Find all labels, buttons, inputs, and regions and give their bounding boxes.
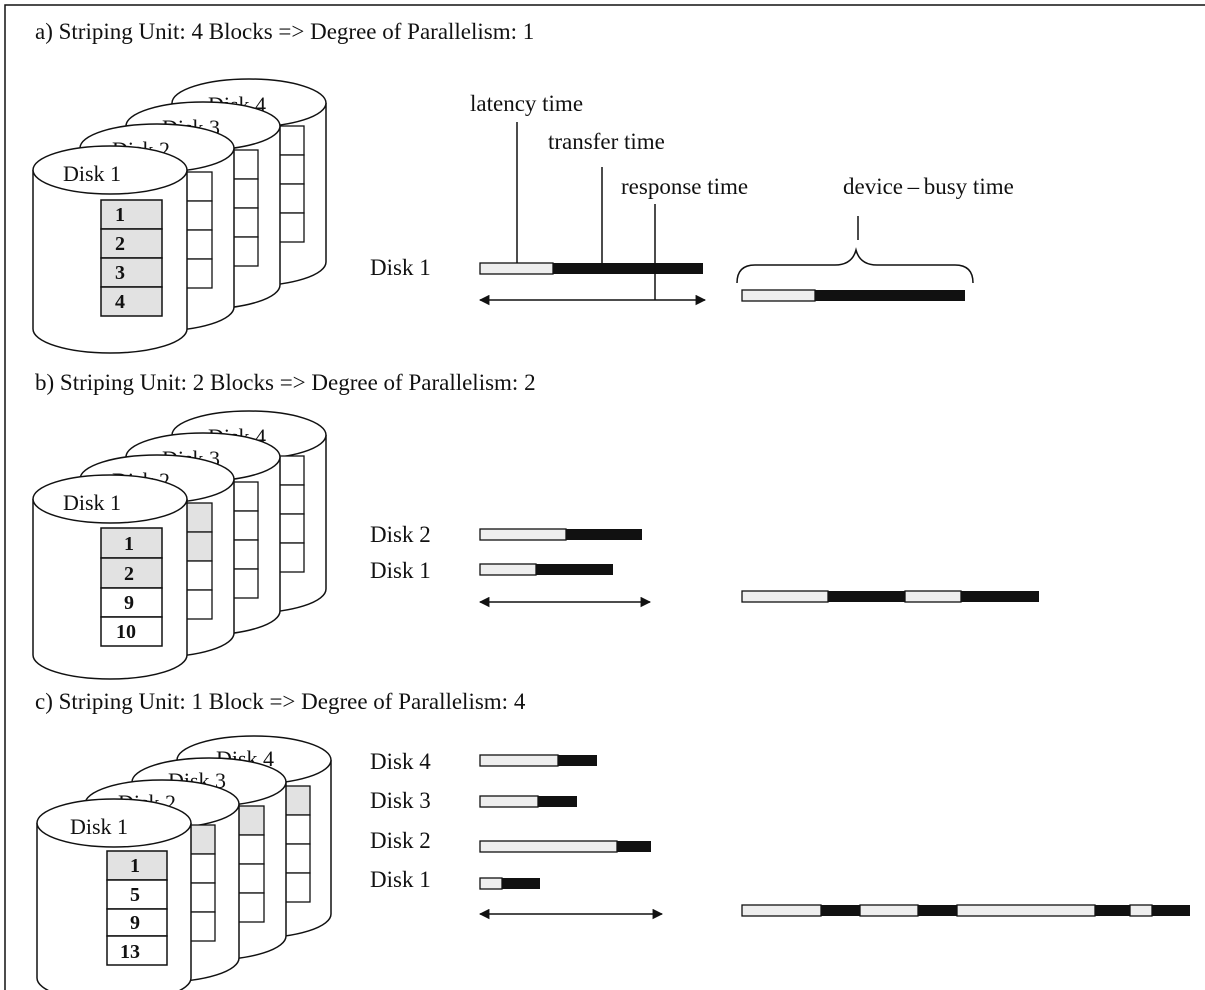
panel-c-timeline-bar-disk-4 <box>479 754 597 767</box>
latency-time-label: latency time <box>470 91 583 116</box>
panel-c-disk-1-label: Disk 1 <box>70 814 128 839</box>
panel-b-caption: b) Striping Unit: 2 Blocks => Degree of … <box>35 370 536 395</box>
panel-c-device-busy-bar <box>741 904 1190 917</box>
panel-b-device-busy-bar <box>741 590 1039 603</box>
panel-a-block-4: 4 <box>115 291 125 313</box>
panel-b-disk-4-blocks <box>277 455 305 573</box>
panel-a-disk-1: Disk 1 1 2 3 4 <box>32 145 188 354</box>
panel-b-block-2: 2 <box>124 563 134 585</box>
panel-a-disk-1-blocks <box>100 199 163 317</box>
panel-a-disk-1-label: Disk 1 <box>63 161 121 186</box>
panel-c-block-1: 1 <box>130 855 140 877</box>
panel-c-timeline-bar-disk-2 <box>479 840 651 853</box>
panel-a-timeline-label-disk-1: Disk 1 <box>370 255 431 280</box>
panel-c-disk-2-blocks <box>189 824 216 942</box>
panel-c-timeline-label-disk-2: Disk 2 <box>370 828 431 853</box>
panel-a-disk-2-blocks <box>185 171 213 289</box>
panel-c-disk-4-blocks <box>284 785 311 903</box>
panel-a-disk-4-blocks <box>277 125 305 243</box>
panel-b: b) Striping Unit: 2 Blocks => Degree of … <box>32 370 1039 680</box>
panel-b-block-1: 1 <box>124 533 134 555</box>
panel-c-disk-1-blocks <box>106 850 168 966</box>
panel-b-disk-2-blocks <box>185 502 213 620</box>
panel-b-timeline-bar-disk-1 <box>479 563 613 576</box>
panel-c-timeline-bar-disk-3 <box>479 795 577 808</box>
panel-a-caption: a) Striping Unit: 4 Blocks => Degree of … <box>35 19 534 44</box>
panel-a: a) Striping Unit: 4 Blocks => Degree of … <box>32 19 1014 354</box>
panel-c-caption: c) Striping Unit: 1 Block => Degree of P… <box>35 689 526 714</box>
panel-b-block-9: 9 <box>124 592 134 614</box>
panel-c-timeline-label-disk-4: Disk 4 <box>370 749 431 774</box>
panel-c: c) Striping Unit: 1 Block => Degree of P… <box>35 689 1190 990</box>
panel-b-block-10: 10 <box>116 621 136 643</box>
figure-frame <box>4 4 1205 990</box>
panel-c-block-13: 13 <box>120 941 140 963</box>
panel-a-disk-3-blocks <box>231 149 259 267</box>
response-time-label: response time <box>621 174 748 199</box>
panel-c-block-5: 5 <box>130 884 140 906</box>
panel-a-timeline-bar-disk-1 <box>479 262 703 275</box>
panel-a-device-busy-bar <box>741 289 965 302</box>
panel-a-block-3: 3 <box>115 262 125 284</box>
panel-b-disk-1-blocks <box>100 527 163 647</box>
panel-c-timeline-bar-disk-1 <box>479 877 540 890</box>
panel-b-disk-1-label: Disk 1 <box>63 490 121 515</box>
panel-c-disk-1: Disk 1 1 5 9 13 <box>36 798 192 990</box>
panel-b-disk-3-blocks <box>231 481 259 599</box>
panel-c-timeline-label-disk-1: Disk 1 <box>370 867 431 892</box>
panel-b-timeline-label-disk-2: Disk 2 <box>370 522 431 547</box>
panel-c-timeline-label-disk-3: Disk 3 <box>370 788 431 813</box>
panel-b-disk-1: Disk 1 1 2 9 10 <box>32 474 188 680</box>
panel-a-block-2: 2 <box>115 233 125 255</box>
panel-b-timeline-label-disk-1: Disk 1 <box>370 558 431 583</box>
panel-a-block-1: 1 <box>115 204 125 226</box>
device-busy-brace <box>736 247 974 284</box>
panel-c-block-9: 9 <box>130 912 140 934</box>
panel-b-timeline-bar-disk-2 <box>479 528 642 541</box>
transfer-time-label: transfer time <box>548 129 665 154</box>
device-busy-time-label: device – busy time <box>843 174 1014 199</box>
panel-c-disk-3-blocks <box>237 805 265 923</box>
